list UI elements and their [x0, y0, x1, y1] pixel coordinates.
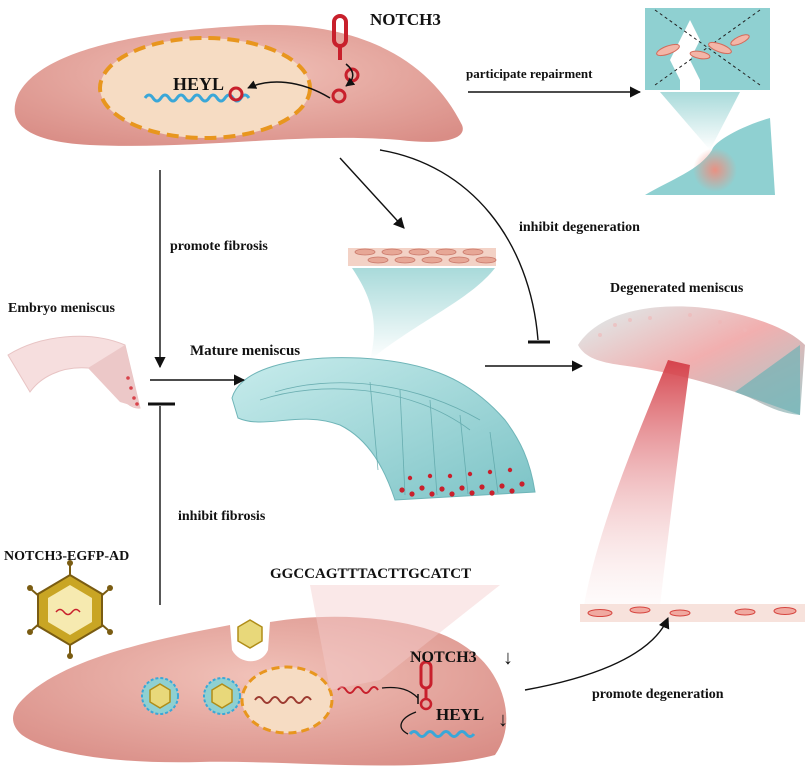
top-nicd-icon [331, 88, 347, 104]
embryo-meniscus-label: Embryo meniscus [8, 301, 116, 316]
bottom-heyl-dna [408, 730, 476, 738]
collagen-fiber-bundle [348, 248, 497, 266]
notch3-top-label: NOTCH3 [370, 10, 441, 29]
degenerated-meniscus-label: Degenerated meniscus [610, 281, 744, 296]
inhibitor-degeneration [379, 149, 539, 341]
notch3-egfp-ad-label: NOTCH3-EGFP-AD [4, 549, 129, 564]
endosome-1 [141, 677, 179, 715]
promote-fibrosis-label: promote fibrosis [170, 239, 268, 254]
damaged-fiber-bundle [580, 604, 805, 622]
participate-repairment-label: participate repairment [466, 66, 593, 81]
entering-virus [237, 619, 263, 649]
degenerated-meniscus [578, 306, 805, 622]
arrows [148, 86, 670, 691]
heyl-bottom-label: HEYL [436, 705, 484, 724]
endosome-2 [203, 677, 241, 715]
promote-degeneration-label: promote degeneration [592, 687, 724, 702]
embryo-meniscus [7, 335, 141, 409]
top-heyl-binding-receptor [228, 86, 244, 102]
notch3-bottom-label: NOTCH3 [410, 649, 477, 666]
heyl-top-label: HEYL [173, 74, 224, 94]
arrow-promote-degeneration [524, 616, 670, 691]
inhibit-fibrosis-label: inhibit fibrosis [178, 509, 266, 524]
bottom-cell [13, 585, 507, 766]
arrow-to-mature-fiber [339, 157, 405, 229]
top-cell [14, 14, 463, 146]
mature-meniscus [231, 248, 536, 501]
mature-meniscus-label: Mature meniscus [190, 343, 300, 359]
notch3-down-arrow: ↓ [503, 647, 513, 669]
top-notch3-receptor-icon [332, 14, 348, 48]
heyl-down-arrow: ↓ [498, 709, 508, 731]
inhibit-degeneration-label: inhibit degeneration [519, 220, 640, 235]
sirna-sequence-label: GGCCAGTTTACTTGCATCT [270, 566, 471, 582]
bottom-dna [254, 696, 312, 704]
adenovirus-icon [27, 560, 113, 659]
repair-illustration [645, 8, 775, 195]
